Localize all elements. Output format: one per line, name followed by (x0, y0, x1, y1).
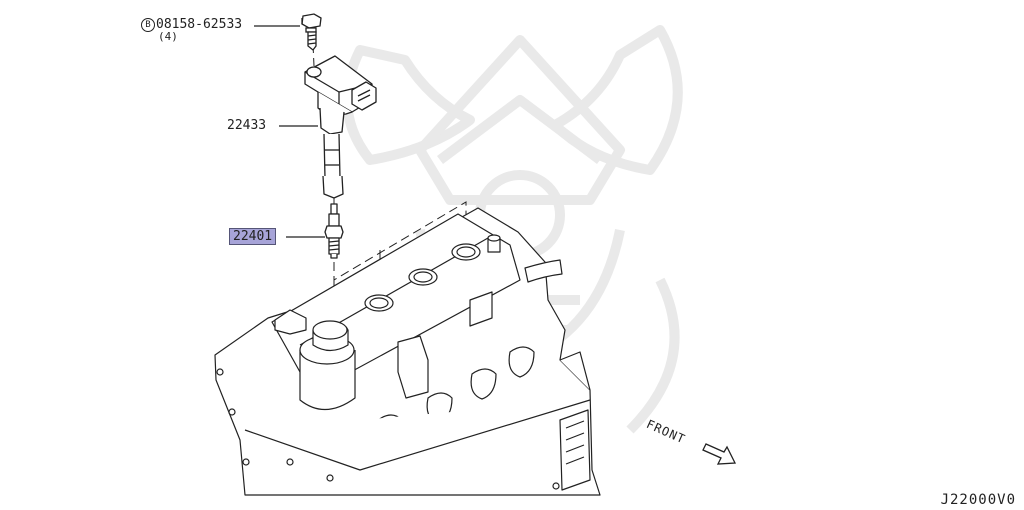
spark-plug-callout[interactable]: 22401 (229, 228, 277, 245)
circled-b-mark: B (141, 18, 155, 32)
engine-cylinder-head (214, 207, 601, 496)
bolt-part-number: 08158-62533 (156, 17, 243, 32)
leader-lines (254, 25, 325, 238)
front-direction-arrow-icon (702, 443, 737, 465)
ignition-coil-callout[interactable]: 22433 (227, 118, 267, 133)
diagram-id: J22000V0 (940, 492, 1016, 508)
bolt-quantity: (4) (158, 30, 178, 43)
bolt-part (301, 13, 322, 51)
ignition-coil-part (304, 55, 377, 199)
spark-plug-part (324, 203, 344, 259)
